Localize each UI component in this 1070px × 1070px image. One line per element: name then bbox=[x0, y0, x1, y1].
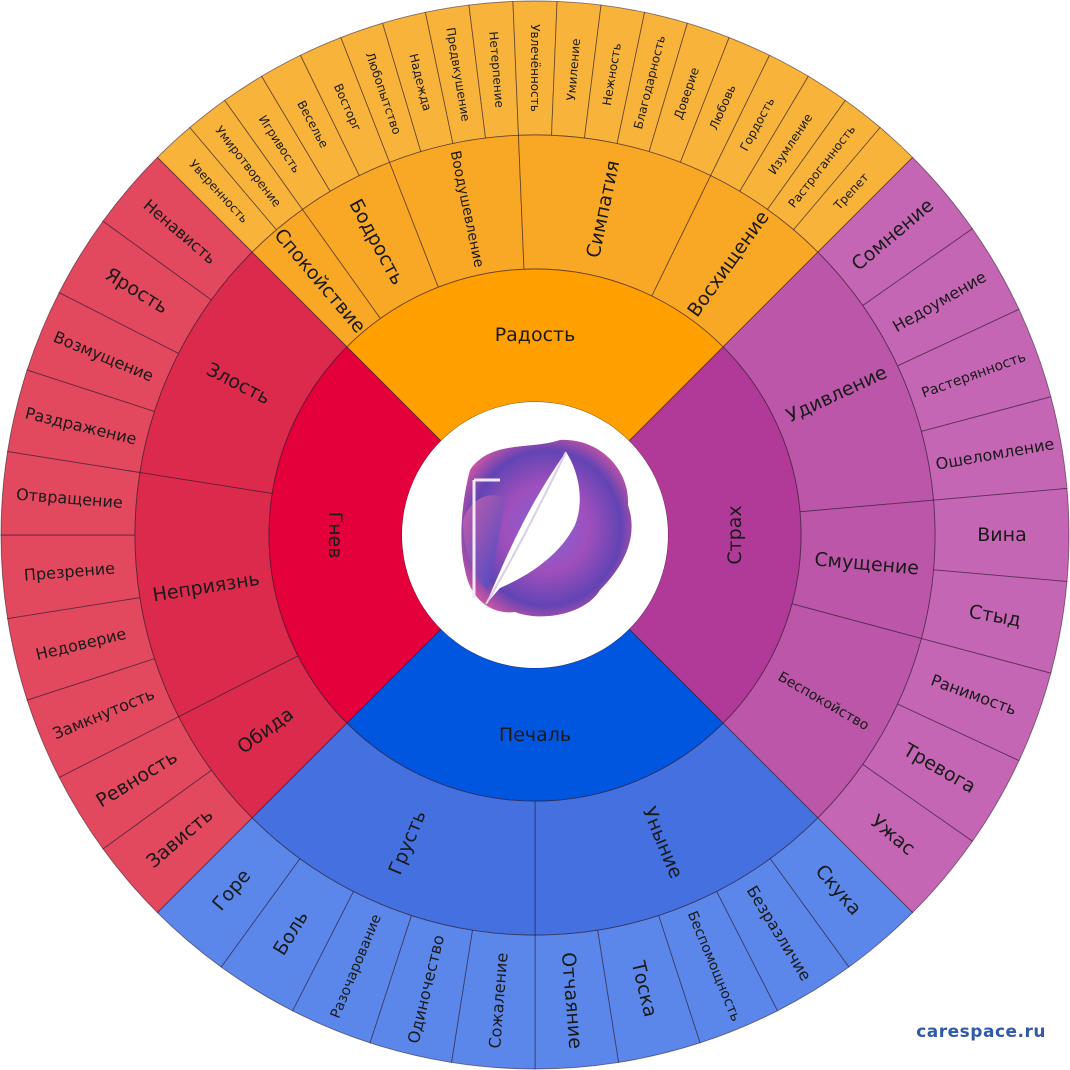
sector-label-joy: Радость bbox=[495, 324, 576, 346]
center-logo bbox=[402, 402, 668, 668]
sector-label-anger: Гнев bbox=[324, 512, 346, 559]
sector-label-sadness: Печаль bbox=[499, 724, 571, 746]
emotion-label: Вина bbox=[977, 524, 1026, 546]
emotion-label: Увлечённость bbox=[528, 24, 542, 112]
site-label[interactable]: carespace.ru bbox=[916, 1022, 1046, 1042]
sector-label-fear: Страх bbox=[724, 505, 746, 564]
